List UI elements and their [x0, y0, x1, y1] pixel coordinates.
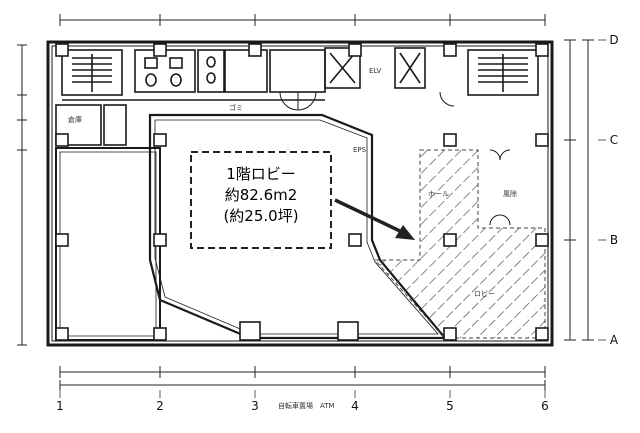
building-outline: [46, 40, 554, 347]
axis-label-2: 2: [156, 399, 164, 413]
callout-area-tsubo: (約25.0坪): [223, 207, 299, 225]
highlighted-lobby: [373, 149, 546, 339]
axis-label-c: C: [610, 133, 618, 147]
axis-label-4: 4: [351, 399, 359, 413]
axis-label-b: B: [610, 233, 618, 247]
lobby-label: ロビー: [474, 289, 495, 298]
axis-label-5: 5: [446, 399, 454, 413]
callout-area-sqm: 約82.6m2: [224, 186, 298, 204]
callout-title: 1階ロビー: [226, 165, 296, 183]
hall-label: ホール: [428, 190, 449, 198]
lobby-callout: 1階ロビー 約82.6m2 (約25.0坪): [193, 154, 329, 246]
axis-label-3: 3: [251, 399, 259, 413]
service-core: [61, 47, 539, 101]
lobby-highlight-box: [190, 151, 332, 249]
storage-label: 倉庫: [68, 115, 82, 124]
eps-label: EPS: [353, 146, 367, 154]
right-dimension-line: [564, 39, 594, 341]
axis-label-1: 1: [56, 399, 64, 413]
tenant-space: [55, 147, 161, 341]
axis-label-a: A: [610, 333, 619, 347]
columns: [55, 43, 549, 341]
footer-caption: 自転車置場 ATM: [278, 401, 335, 410]
garbage-label: ゴミ: [229, 103, 243, 112]
axis-label-d: D: [609, 33, 618, 47]
pointer-arrow: [334, 198, 415, 240]
top-dimension-line: [59, 14, 546, 26]
bottom-dimension-line: [59, 366, 546, 390]
elv-label: ELV: [369, 67, 382, 75]
left-dimension-line: [17, 44, 27, 346]
axis-label-6: 6: [541, 399, 549, 413]
wind-room-label: 風除: [503, 189, 517, 198]
